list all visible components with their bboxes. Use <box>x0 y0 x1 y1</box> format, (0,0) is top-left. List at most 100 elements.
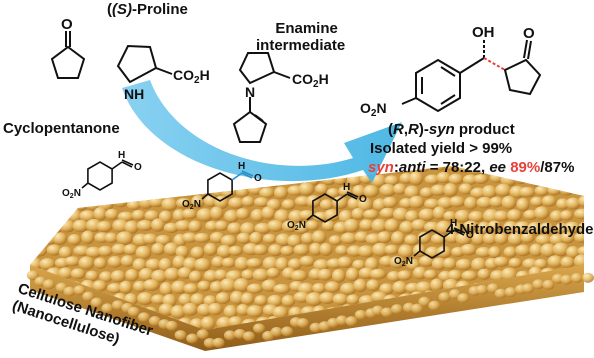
cellulose-bead <box>533 307 550 319</box>
cellulose-bead <box>447 269 463 281</box>
cellulose-bead <box>501 195 517 210</box>
cellulose-bead <box>409 171 424 186</box>
cellulose-bead <box>335 245 349 256</box>
cellulose-bead <box>357 245 375 258</box>
cellulose-bead <box>63 286 76 297</box>
cellulose-bead <box>52 211 70 223</box>
cellulose-bead <box>564 221 581 234</box>
cellulose-bead <box>246 305 264 318</box>
cellulose-bead <box>379 207 396 219</box>
cellulose-bead <box>541 195 557 207</box>
cellulose-bead <box>241 196 255 207</box>
cellulose-bead <box>235 185 250 198</box>
cellulose-bead <box>13 235 28 247</box>
cellulose-bead <box>464 196 478 210</box>
cellulose-bead <box>52 232 68 245</box>
cellulose-bead <box>331 269 346 283</box>
cellulose-bead <box>328 235 343 246</box>
cellulose-bead <box>116 185 133 196</box>
cellulose-bead <box>384 218 400 232</box>
cellulose-bead <box>93 207 107 221</box>
cellulose-bead <box>357 197 373 212</box>
product-name: (R,R)-syn product <box>388 121 515 138</box>
carbonyl-o-label: O <box>61 16 73 33</box>
cellulose-bead <box>233 328 246 339</box>
cellulose-bead <box>164 267 180 281</box>
cellulose-bead <box>229 290 245 305</box>
enamine-co2h-label: CO2H <box>292 71 329 90</box>
cellulose-bead <box>182 166 197 172</box>
cellulose-bead <box>70 268 86 280</box>
cellulose-bead <box>516 198 530 212</box>
cellulose-bead <box>346 294 360 305</box>
cellulose-bead <box>573 304 584 315</box>
cellulose-bead <box>532 279 545 290</box>
cellulose-bead <box>141 233 159 245</box>
cellulose-bead <box>233 278 250 292</box>
cellulose-bead <box>228 245 243 256</box>
cellulose-bead <box>39 186 55 199</box>
cellulose-bead <box>489 196 504 208</box>
cellulose-bead <box>67 166 83 172</box>
cellulose-bead <box>343 218 360 233</box>
cellulose-bead <box>158 303 175 316</box>
cellulose-bead <box>560 256 575 269</box>
cellulose-bead <box>488 246 502 259</box>
cellulose-bead <box>432 166 446 171</box>
product-ketone-o-label: O <box>523 25 535 42</box>
cellulose-bead <box>191 195 205 209</box>
cellulose-bead <box>586 183 594 195</box>
cellulose-bead <box>493 210 510 222</box>
cellulose-bead <box>151 242 165 256</box>
cellulose-bead <box>30 198 37 211</box>
cellulose-bead <box>101 303 114 314</box>
cellulose-bead <box>67 233 82 246</box>
selectivity: syn:anti = 78:22, ee 89%/87% <box>368 159 575 176</box>
cellulose-bead <box>190 246 205 259</box>
cellulose-bead <box>484 307 498 318</box>
cellulose-bead <box>340 232 358 245</box>
cellulose-bead <box>392 207 409 222</box>
cellulose-bead <box>46 197 60 209</box>
cellulose-bead <box>309 322 322 333</box>
cellulose-bead <box>448 173 464 185</box>
aldehyde-no2-label: O2N <box>394 256 413 268</box>
cellulose-bead <box>235 208 250 220</box>
cellulose-bead <box>481 185 497 199</box>
enamine-label: Enamine intermediate <box>256 20 345 55</box>
cellulose-bead <box>549 233 565 246</box>
cellulose-bead <box>188 270 203 283</box>
cellulose-bead <box>214 220 229 231</box>
cellulose-bead <box>518 303 536 318</box>
cellulose-bead <box>319 199 334 211</box>
cellulose-bead <box>236 232 252 244</box>
cellulose-bead <box>144 210 160 221</box>
cellulose-bead <box>507 232 524 246</box>
cellulose-bead <box>59 172 76 183</box>
cellulose-bead <box>549 210 564 223</box>
cellulose-bead <box>560 274 573 285</box>
cellulose-bead <box>518 186 536 198</box>
cellulose-bead <box>64 256 81 267</box>
aldehyde-o-label: O <box>254 173 262 184</box>
cellulose-bead <box>398 244 414 259</box>
enamine-label-line2: intermediate <box>256 37 346 55</box>
cellulose-bead <box>458 183 473 195</box>
cyclopentanone-structure: O <box>50 16 86 79</box>
cellulose-bead <box>462 174 478 185</box>
proline-config: (S) <box>112 1 132 18</box>
cellulose-bead <box>44 171 60 186</box>
cellulose-bead <box>298 182 315 196</box>
cellulose-bead <box>397 270 412 281</box>
cellulose-bead <box>577 221 584 235</box>
cellulose-bead <box>332 293 349 305</box>
cellulose-bead <box>240 222 256 236</box>
cellulose-bead <box>337 256 353 269</box>
cellulose-bead <box>405 210 420 223</box>
cellulose-bead <box>572 166 584 175</box>
cellulose-bead <box>347 197 361 211</box>
cellulose-bead <box>131 209 146 221</box>
cellulose-bead <box>73 285 86 296</box>
cellulose-bead <box>379 183 397 197</box>
